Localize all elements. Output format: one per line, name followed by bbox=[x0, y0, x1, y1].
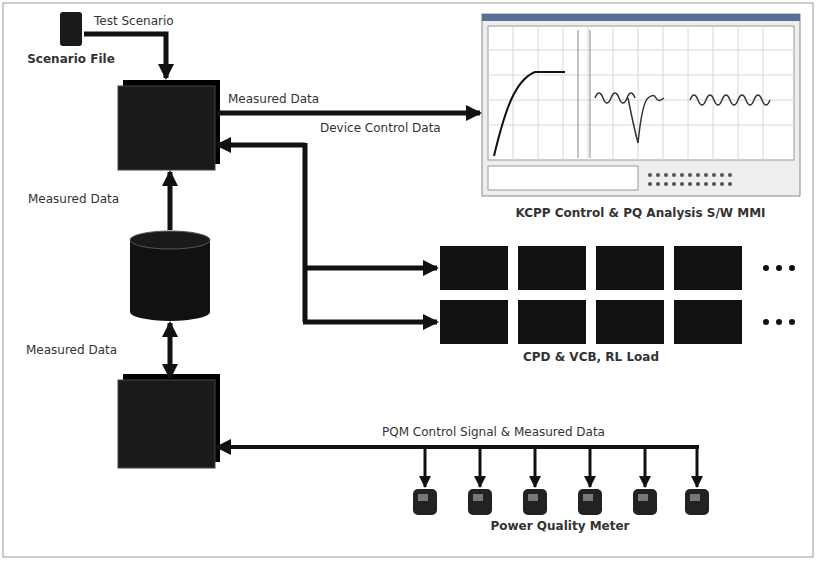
collector-box bbox=[118, 380, 215, 468]
flow-label: Measured Data bbox=[24, 343, 119, 358]
pqm-bus bbox=[217, 445, 699, 449]
rise-curve bbox=[494, 72, 565, 156]
database-top bbox=[130, 231, 210, 249]
title-bar bbox=[482, 14, 800, 21]
window-frame bbox=[482, 14, 800, 196]
flow-label: Device Control Data bbox=[318, 121, 443, 136]
control-arrow bbox=[303, 266, 437, 271]
node-label: CPD & VCB, RL Load bbox=[436, 350, 746, 365]
flow-label: Measured Data bbox=[26, 192, 121, 207]
node-label: Power Quality Meter bbox=[410, 519, 710, 534]
cursor-line bbox=[590, 30, 591, 158]
node-label: KCPP Control & PQ Analysis S/W MMI bbox=[478, 206, 803, 221]
flow-arrows bbox=[84, 34, 699, 447]
meter-drops bbox=[425, 447, 697, 487]
indicator-dots bbox=[648, 173, 732, 186]
control-arrow bbox=[303, 320, 437, 325]
measured-arrow bbox=[168, 323, 173, 378]
waveform bbox=[690, 95, 770, 105]
measured-arrow bbox=[168, 172, 173, 230]
labeled-region: Power Quality Meter bbox=[410, 486, 710, 538]
waveform bbox=[595, 93, 664, 143]
plot-area bbox=[488, 26, 794, 160]
continuation-dots bbox=[763, 265, 795, 325]
cursor-line bbox=[578, 30, 579, 158]
database-bottom bbox=[130, 303, 210, 321]
meter-icons bbox=[413, 489, 709, 515]
measured-arrow bbox=[217, 111, 480, 116]
flow-label: PQM Control Signal & Measured Data bbox=[380, 425, 607, 440]
labeled-region: KCPP Control & PQ Analysis S/W MMI bbox=[478, 10, 803, 232]
file-icon bbox=[60, 12, 82, 46]
labeled-region: CPD & VCB, RL Load bbox=[436, 242, 746, 370]
node-label: Scenario File bbox=[20, 52, 122, 67]
software-screenshot bbox=[482, 14, 800, 196]
figure-frame bbox=[3, 3, 813, 557]
flow-label: Measured Data bbox=[226, 92, 321, 107]
plot-grid bbox=[488, 26, 794, 160]
device-grid bbox=[440, 246, 742, 344]
flow-label: Test Scenario bbox=[92, 14, 176, 29]
control-trunk bbox=[303, 143, 308, 322]
control-arrow bbox=[217, 143, 305, 148]
info-panel bbox=[488, 166, 638, 190]
controller-box bbox=[118, 86, 215, 170]
database-body bbox=[130, 240, 210, 312]
